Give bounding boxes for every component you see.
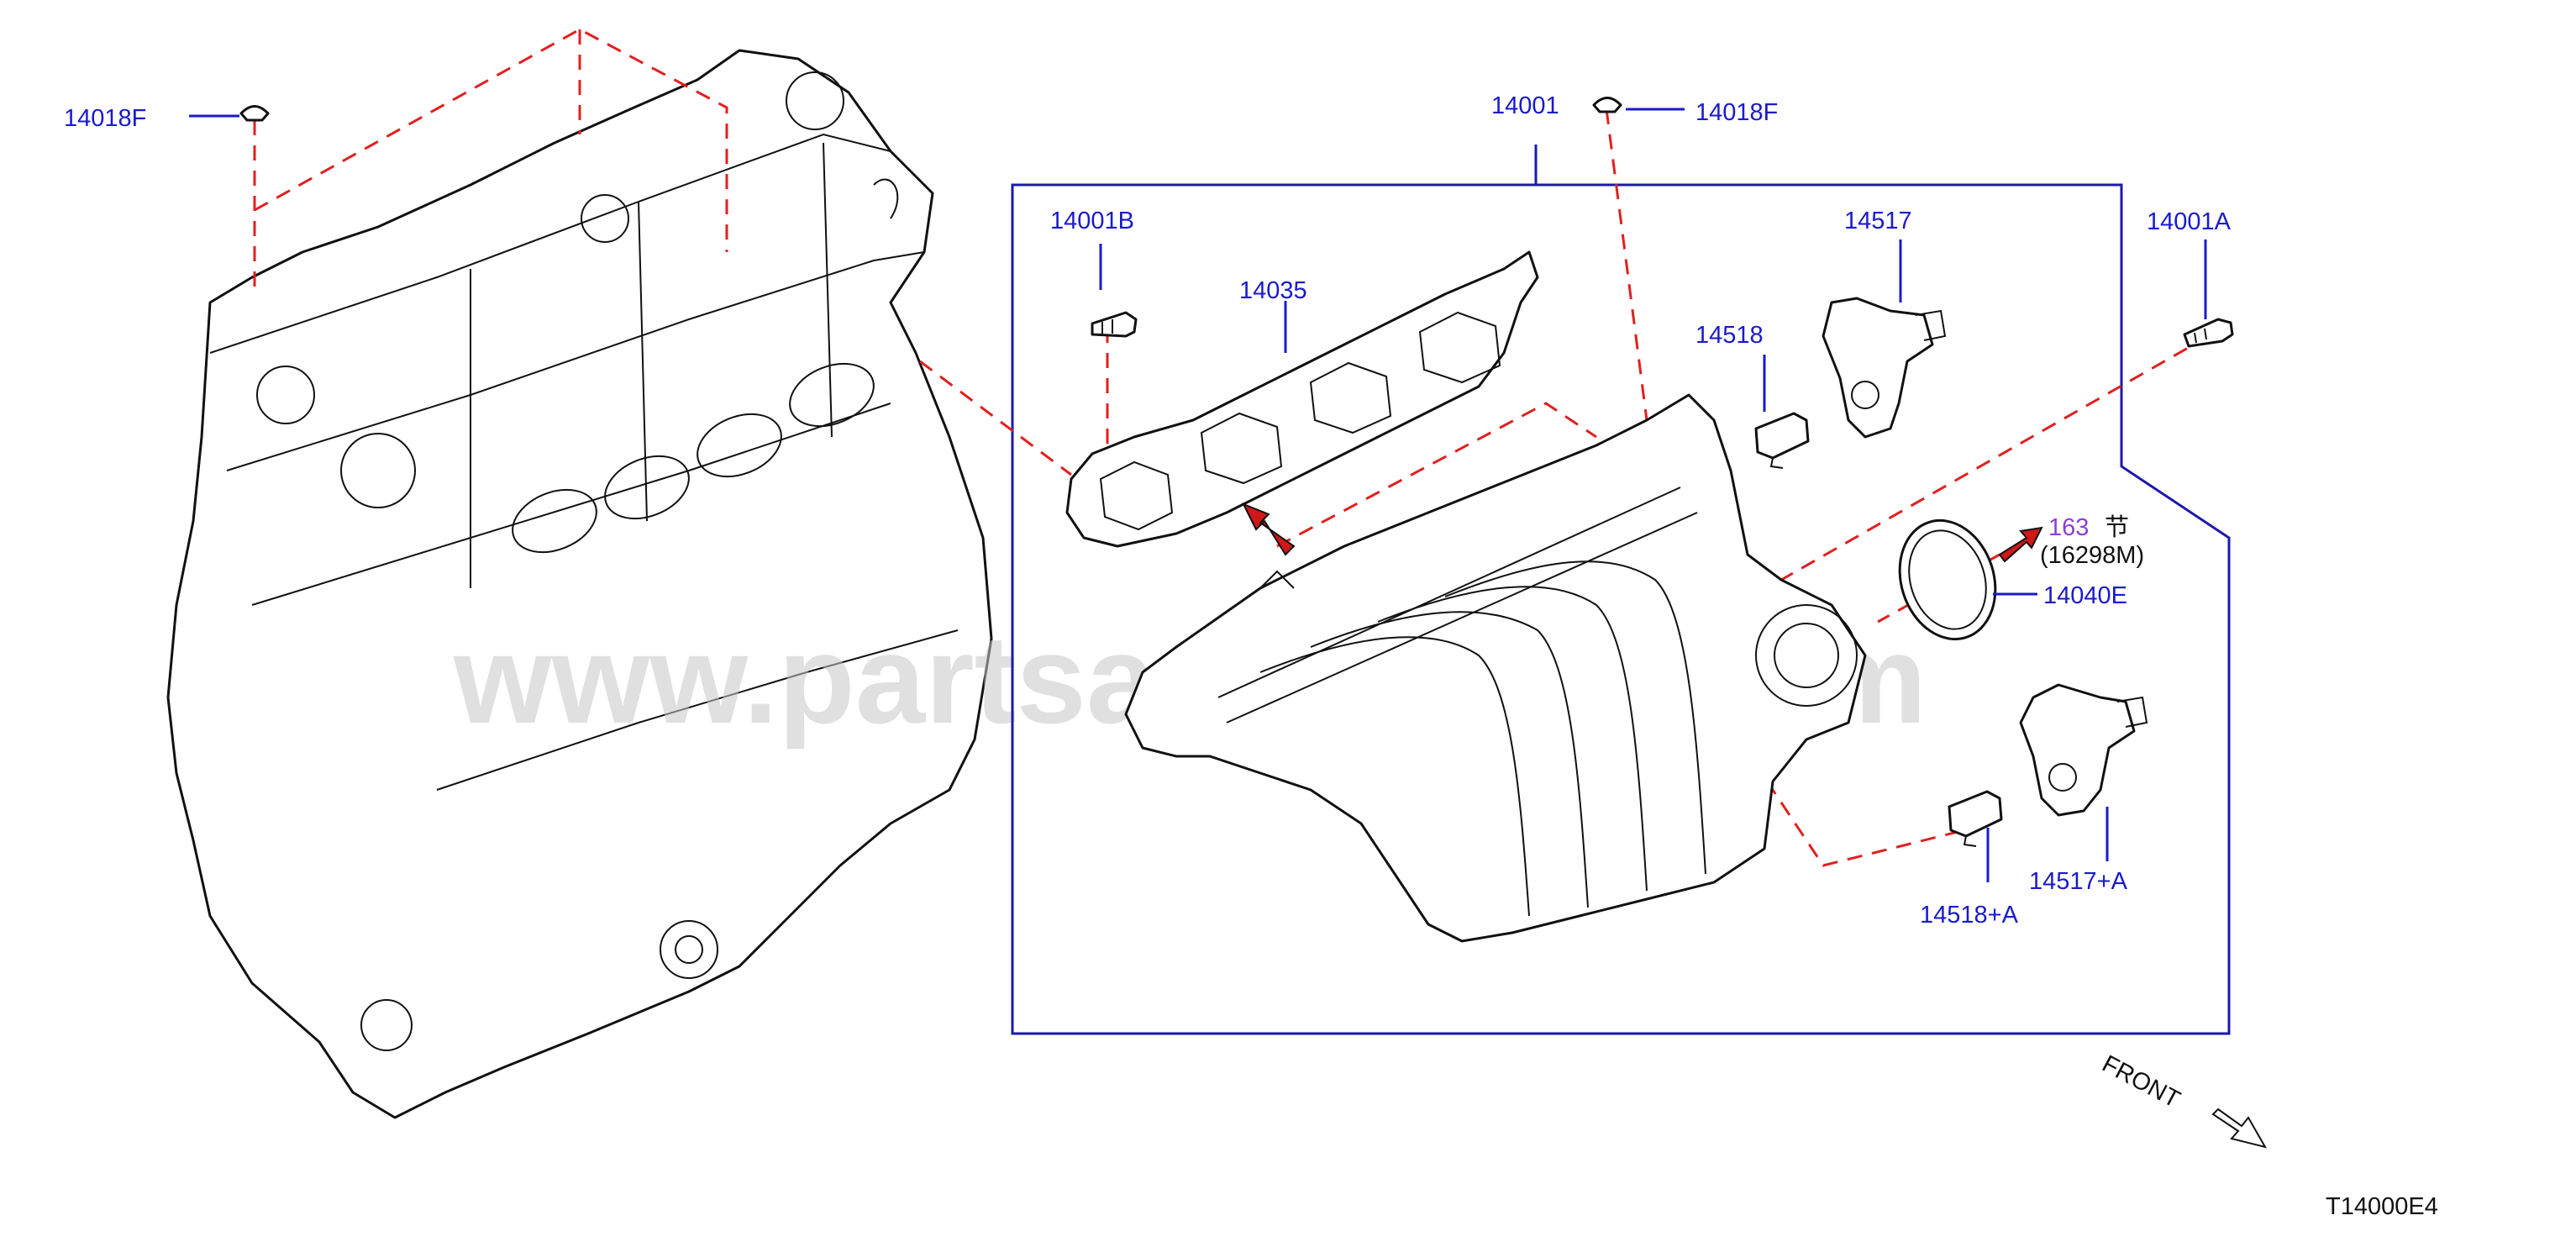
callout-14518: 14518 [1695,322,1764,349]
callout-14018f-right: 14018F [1695,99,1778,126]
diagram-code: T14000E4 [2326,1193,2438,1220]
callout-14001b: 14001B [1050,208,1134,234]
dashed-leader-lines [253,28,2232,867]
parts-group-box [1011,183,2231,1035]
reference-16298m: (16298M) [2040,542,2144,569]
bolt-14001a [2183,318,2234,348]
sensor-14517a [2019,683,2148,817]
sensor-14518a [1948,790,2003,847]
callout-14001a: 14001A [2147,208,2232,235]
front-arrow-icon [2211,1108,2268,1149]
clip-14018f-left [239,105,270,122]
intake-manifold-gasket [1065,250,1539,548]
reference-163: 163 [2048,514,2089,541]
bolt-14001b [1091,311,1138,338]
reference-arrow [1998,526,2043,563]
reference-symbol: 节 [2105,513,2129,541]
front-label: FRONT [2098,1050,2184,1113]
head-intake-ports [512,362,875,554]
throttle-gasket-ring [1898,518,1997,641]
callout-14001: 14001 [1491,92,1559,119]
clip-14018f-right [1592,97,1622,113]
sensor-14518 [1754,412,1810,469]
callout-14518a: 14518+A [1920,902,2019,929]
callout-14035: 14035 [1239,277,1307,304]
callout-14018f-left: 14018F [64,105,146,132]
callout-leader-lines [189,108,2207,882]
install-direction-arrow [1241,502,1296,556]
intake-manifold [1124,393,1867,943]
callout-14517: 14517 [1844,208,1912,234]
callout-14517a: 14517+A [2029,868,2128,895]
callout-14040e: 14040E [2043,582,2127,609]
engine-assembly [166,49,993,1119]
sensor-14517 [1822,297,1947,439]
